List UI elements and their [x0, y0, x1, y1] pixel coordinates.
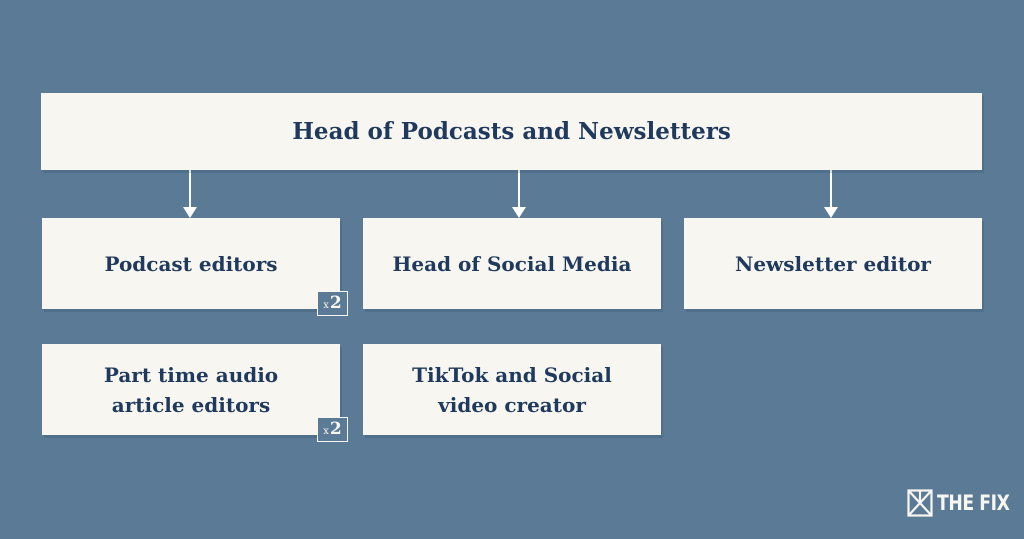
multiplier-prefix: x — [323, 426, 329, 437]
node-label: Head of Podcasts and Newsletters — [292, 117, 731, 145]
multiplier-prefix: x — [323, 300, 329, 311]
multiplier-count: 2 — [329, 419, 342, 439]
the-fix-logo-icon — [907, 488, 933, 517]
arrowhead-podcast-editors — [183, 207, 197, 218]
node-label: Part time audio article editors — [103, 362, 279, 417]
node-newsletter-editor: Newsletter editor — [684, 218, 982, 309]
node-head-of-podcasts-and-newsletters: Head of Podcasts and Newsletters — [41, 93, 982, 170]
node-head-of-social-media: Head of Social Media — [363, 218, 661, 309]
arrowhead-newsletter-editor — [824, 207, 838, 218]
node-tiktok-and-social-video-creator: TikTok and Social video creator — [363, 344, 661, 435]
node-label: Head of Social Media — [392, 251, 632, 276]
multiplier-count: 2 — [329, 293, 342, 313]
node-label: Podcast editors — [104, 251, 278, 276]
node-label: TikTok and Social video creator — [412, 362, 612, 417]
the-fix-logo: THE FIX — [907, 487, 1024, 518]
node-label: Newsletter editor — [735, 251, 931, 276]
arrowhead-head-of-social-media — [512, 207, 526, 218]
logo-text: THE FIX — [937, 490, 1010, 515]
